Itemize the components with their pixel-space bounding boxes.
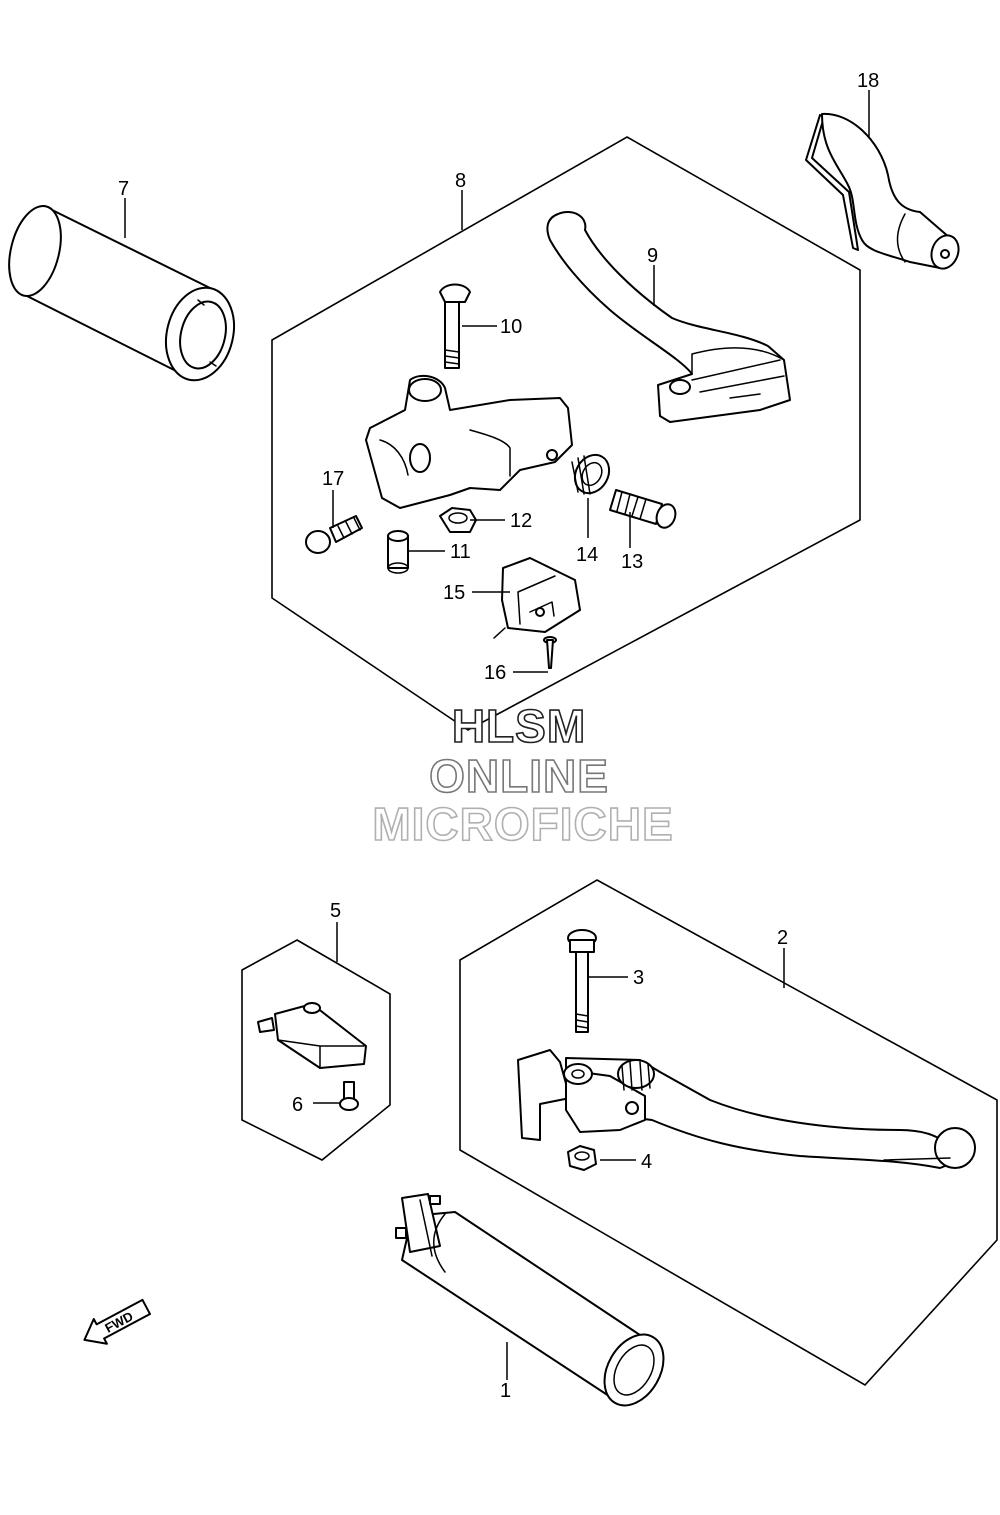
part-11-collar <box>387 530 409 574</box>
part-6-screw <box>339 1081 359 1111</box>
callout-6: 6 <box>292 1094 303 1116</box>
callout-5: 5 <box>330 900 341 922</box>
fwd-arrow-icon: FWD <box>83 1298 152 1345</box>
watermark-line-1: HLSM <box>452 700 586 752</box>
callout-18: 18 <box>857 70 879 92</box>
part-8-bracket <box>365 374 573 509</box>
group-frame-8 <box>271 136 861 731</box>
part-7-grip <box>8 204 235 382</box>
part-3-pivot-bolt <box>567 929 597 1033</box>
part-16-screw <box>543 636 557 669</box>
callout-11: 11 <box>450 541 471 563</box>
part-5-switch <box>257 1002 367 1069</box>
callout-7: 7 <box>118 178 129 200</box>
callout-2: 2 <box>777 927 788 949</box>
callout-14: 14 <box>576 544 598 566</box>
watermark-line-3: MICROFICHE <box>372 798 673 850</box>
callout-15: 15 <box>443 582 465 604</box>
watermark-line-2: ONLINE <box>429 750 609 802</box>
callout-16: 16 <box>484 662 506 684</box>
part-13-adjuster-bolt <box>609 489 677 529</box>
part-9-lever <box>546 211 791 423</box>
part-10-pivot-bolt <box>439 283 471 369</box>
callout-8: 8 <box>455 170 466 192</box>
callout-12: 12 <box>510 510 532 532</box>
watermark: HLSM ONLINE MICROFICHE <box>372 699 674 851</box>
callout-1: 1 <box>500 1380 511 1402</box>
callout-13: 13 <box>621 551 643 573</box>
callout-4: 4 <box>641 1151 652 1173</box>
part-14-adjuster <box>571 453 611 495</box>
group-frame-2 <box>459 879 998 1387</box>
part-15-switch <box>493 557 581 639</box>
part-4-nut <box>567 1145 597 1171</box>
part-17-bolt <box>305 515 363 554</box>
callout-10: 10 <box>500 316 522 338</box>
part-2-lever-assembly <box>517 1049 976 1169</box>
callout-9: 9 <box>647 245 658 267</box>
leader-lines <box>124 90 870 1380</box>
callout-numbers: 7 8 9 18 10 12 11 17 14 13 15 16 5 6 3 4… <box>118 70 879 1402</box>
part-1-throttle-grip <box>395 1193 665 1407</box>
callout-3: 3 <box>633 967 644 989</box>
callout-17: 17 <box>322 468 344 490</box>
part-18-guard <box>805 112 960 270</box>
group-frame-5 <box>241 939 391 1161</box>
